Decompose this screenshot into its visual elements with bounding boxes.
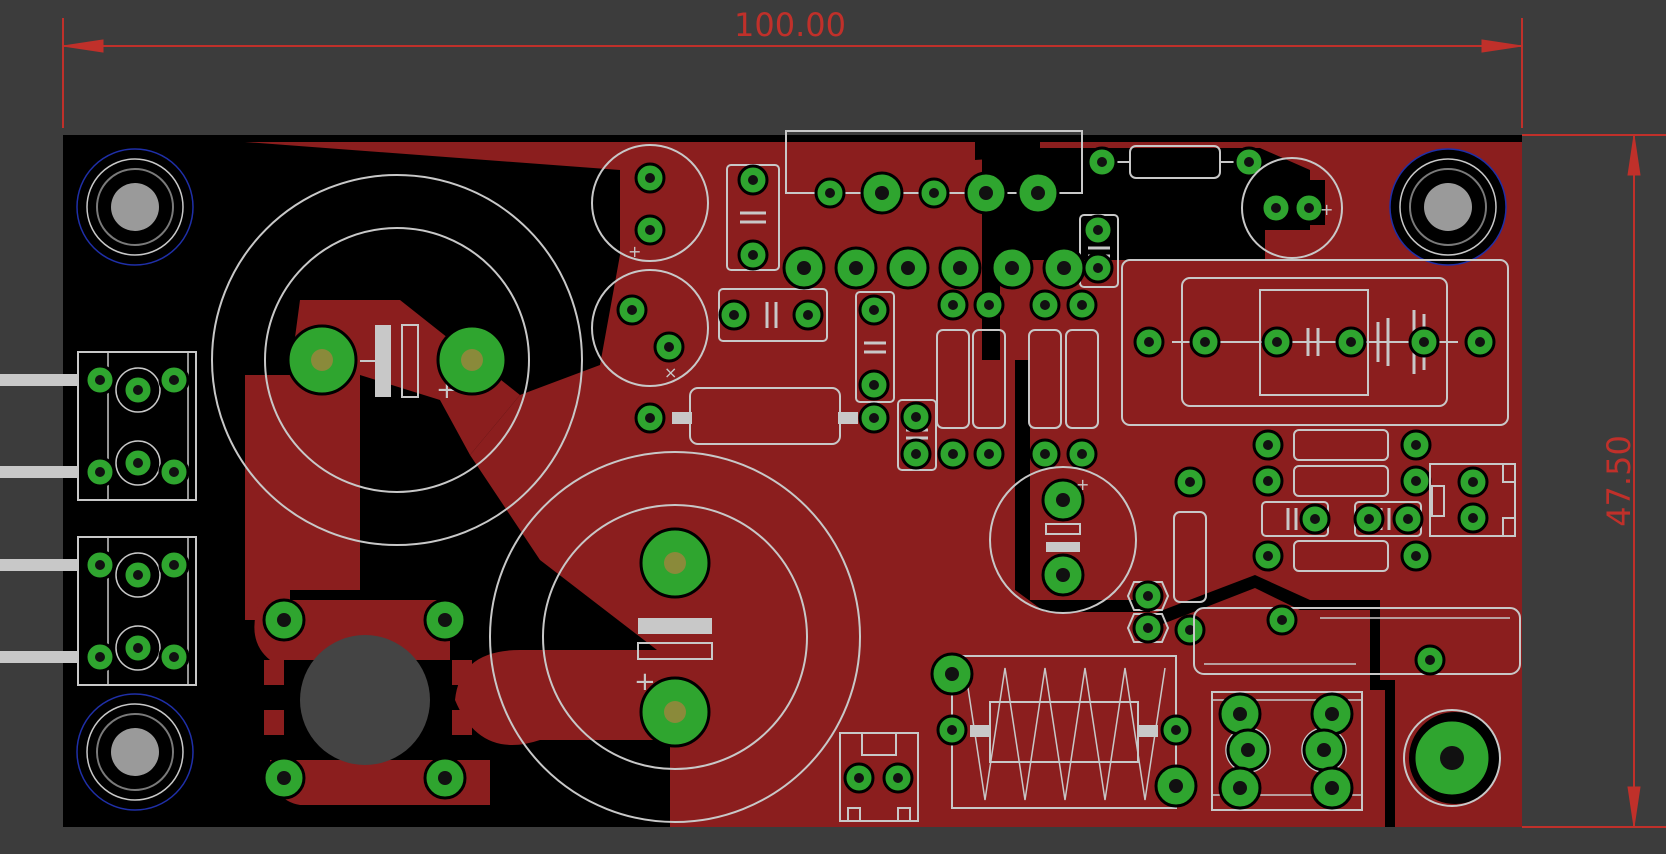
capacitor-c5 [726, 164, 780, 271]
mounting-hole-top-right [1389, 148, 1507, 266]
capacitor-c8 [1079, 214, 1119, 288]
svg-text:×: × [664, 363, 677, 382]
resistor-bank-vertical [936, 289, 1099, 470]
terminal-block-bottom [77, 536, 197, 686]
height-dimension-label: 47.50 [1600, 435, 1638, 527]
inductor-coil [930, 652, 1198, 809]
capacitor-c1: + [211, 174, 583, 546]
relay [1121, 259, 1509, 426]
led-indicator [1429, 463, 1516, 537]
capacitor-c11: + [1241, 157, 1343, 259]
resistor-r1 [634, 387, 890, 445]
resistor-bank-right [1252, 429, 1432, 572]
capacitor-c3: + [591, 144, 709, 262]
svg-text:+: + [1076, 475, 1089, 494]
capacitor-c7 [855, 291, 895, 403]
regulator-ic [785, 130, 1083, 215]
capacitor-c9 [897, 399, 937, 471]
terminal-wires [0, 374, 78, 663]
capacitor-c6 [718, 288, 828, 342]
dimension-annotations [62, 18, 1666, 828]
capacitor-c10: + [989, 466, 1137, 614]
resistor-r2 [1086, 145, 1265, 179]
pushbutton-switch [262, 598, 472, 800]
output-terminal-block [1211, 691, 1363, 811]
trimmer-potentiometer [1193, 604, 1521, 676]
terminal-block-top [77, 351, 197, 501]
width-dimension-label: 100.00 [734, 6, 846, 44]
diode-d1 [1173, 466, 1207, 603]
connector-small [839, 732, 919, 822]
output-pad-large [1403, 709, 1501, 807]
svg-text:+: + [1320, 200, 1333, 219]
mounting-hole-top-left [76, 148, 194, 266]
capacitor-c4: × [591, 269, 709, 387]
capacitor-c2: + [489, 451, 861, 823]
mounting-hole-bottom-left [76, 693, 194, 811]
svg-text:+: + [628, 242, 641, 261]
jumper-pair [1126, 580, 1206, 646]
